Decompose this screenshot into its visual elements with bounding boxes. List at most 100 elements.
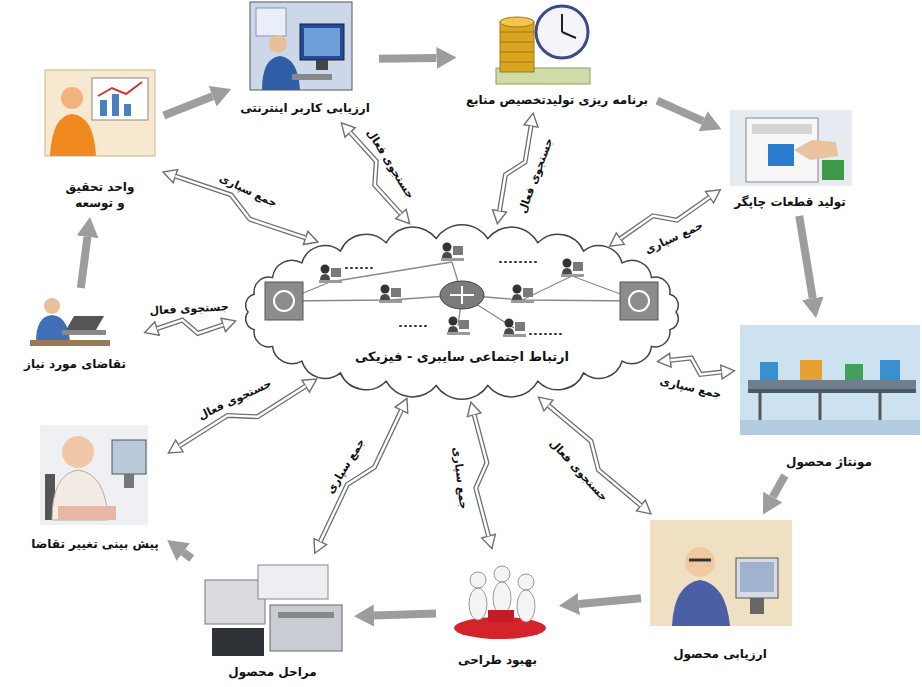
chart-line (98, 82, 142, 96)
laptop-base (62, 330, 106, 335)
person-head (44, 298, 60, 314)
figure-head (494, 566, 510, 582)
connector-line (670, 358, 721, 374)
flow-arrow (773, 475, 785, 497)
edge-label: جستجوی فعال (515, 135, 557, 218)
connector-line (474, 415, 488, 536)
connector-line (579, 598, 641, 604)
user-icon (503, 319, 526, 338)
person-head (685, 547, 715, 577)
picture-node: پیش بینی تغییر تقاضا (26, 418, 164, 554)
connector-line (799, 216, 813, 298)
glasses (689, 559, 711, 562)
connector-line (379, 54, 437, 63)
switch-symbol (274, 291, 294, 311)
user-background (250, 2, 352, 90)
red-table (488, 610, 514, 622)
bolt-connector (474, 415, 488, 536)
forecast-background (40, 425, 148, 525)
printer-head (752, 124, 812, 134)
connector-line (320, 410, 401, 541)
person-head (61, 87, 83, 109)
chart-board (92, 78, 148, 120)
edge-label: جستجوی فعال (362, 125, 418, 203)
picture-node: بهبود طراحی (440, 553, 555, 670)
node-caption: برنامه ریزی تولیدتخصیص منابع (466, 92, 648, 108)
keyboard (292, 74, 332, 80)
flow-arrow (579, 598, 641, 604)
monitor (300, 24, 344, 60)
flow-arrow (81, 237, 88, 288)
printer-background (730, 110, 852, 186)
edge-label: جمع سپاری (322, 435, 369, 499)
bolt-connector (670, 358, 721, 374)
connector-core (670, 358, 721, 374)
conveyor-base (748, 389, 916, 393)
coin-stack (500, 22, 534, 72)
network-ellipsis (346, 262, 562, 334)
screen (304, 28, 340, 56)
evaluation-background (650, 520, 792, 626)
flow-arrow (657, 101, 703, 122)
edge-label: جستجوی فعال (545, 435, 612, 506)
person-head (269, 35, 287, 53)
person-body (36, 315, 70, 342)
edge-label-anchor: جمع سپاری (215, 166, 283, 212)
network-links (284, 262, 639, 328)
network-switch (265, 282, 303, 320)
floor (740, 420, 920, 435)
machine (845, 364, 863, 380)
figure-body (517, 590, 535, 622)
node-caption: بهبود طراحی (458, 652, 537, 668)
chart-bar (100, 100, 107, 116)
chart-bar (124, 104, 131, 116)
user-icon (447, 317, 470, 336)
user-icon (319, 265, 342, 284)
edge-label-anchor: جستجوی فعال (147, 295, 231, 319)
router-symbol (450, 286, 474, 304)
user-icon (511, 285, 534, 304)
flow-arrow (799, 216, 813, 298)
person-body (262, 56, 300, 90)
edge-label-anchor: جستجوی فعال (545, 432, 616, 506)
connector-line (657, 101, 703, 122)
edge-label-anchor: جمع سپاری (639, 213, 707, 258)
paper-slot (278, 612, 334, 618)
clock-hand (561, 14, 563, 32)
monitor-stand (316, 60, 328, 70)
edge-label-anchor: جمع سپاری (448, 444, 475, 512)
hand (794, 140, 838, 160)
cloud-outline (246, 225, 679, 400)
flow-arrow (183, 552, 192, 558)
edge-label: جستجوی فعال (194, 376, 276, 425)
node-caption: ارزیابی محصول (673, 646, 767, 662)
edge-label: جمع سپاری (215, 171, 281, 212)
cloud-title: ارتباط اجتماعی سایبری - فیزیکی (355, 348, 569, 366)
person-body (50, 114, 96, 156)
assembly-background (740, 325, 920, 435)
bolt-connector (320, 410, 401, 541)
desk (30, 340, 110, 346)
person-legs (58, 506, 116, 520)
figure-head (470, 572, 486, 588)
edge-label-anchor: جستجوی فعال (510, 133, 557, 218)
picture-node: ارزیابی محصول (645, 518, 795, 664)
monitor-stand (750, 598, 764, 614)
machine (800, 360, 822, 380)
user-icon (441, 243, 464, 262)
flow-arrow (374, 614, 436, 616)
flow-arrow (379, 57, 437, 59)
picture-node: مونتاژ محصول (738, 322, 920, 472)
node-caption: ارزیابی کاربر اینترنتی (240, 100, 370, 116)
connector-line (374, 614, 436, 616)
connector-line (81, 237, 88, 288)
picture-node: واحد تحقیق و توسعه (40, 68, 160, 213)
monitor (736, 558, 778, 598)
connector-line (157, 320, 223, 333)
edge-label: جمع سپاری (641, 218, 707, 259)
printer (205, 580, 265, 624)
machine (880, 360, 900, 380)
edge-label: جمع سپاری (657, 374, 725, 403)
